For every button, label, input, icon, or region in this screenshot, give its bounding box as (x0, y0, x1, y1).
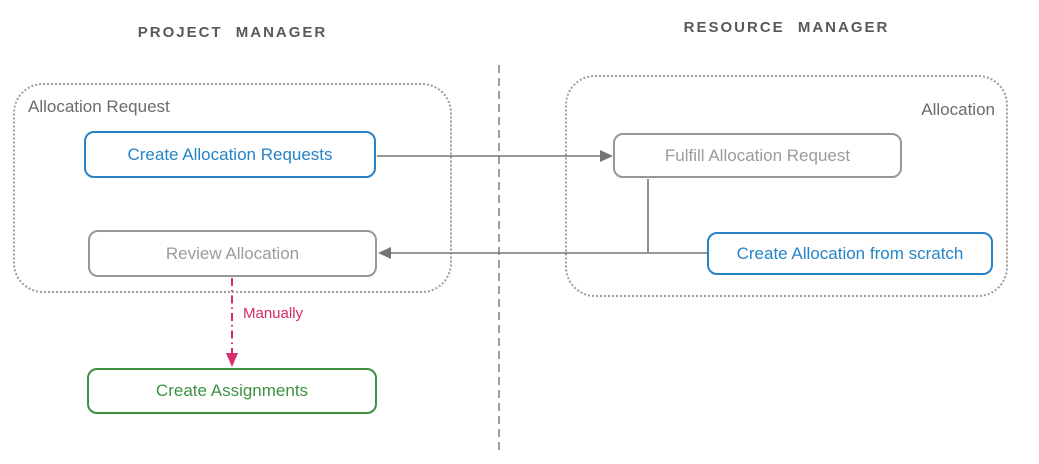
group-label-allocation: Allocation (921, 100, 995, 119)
edge-label-manually: Manually (243, 305, 304, 322)
lane-header-resource-manager: RESOURCE MANAGER (683, 19, 890, 36)
edge-to-review-arrowhead (378, 247, 391, 259)
node-create-allocation-requests[interactable]: Create Allocation Requests (84, 131, 376, 178)
group-allocation (565, 75, 1008, 297)
node-create-assignments[interactable]: Create Assignments (87, 368, 377, 414)
edge-manual-arrowhead (226, 353, 238, 367)
node-fulfill-allocation-request[interactable]: Fulfill Allocation Request (613, 133, 902, 178)
lane-header-project-manager: PROJECT MANAGER (137, 24, 328, 41)
edge-create-to-fulfill-arrowhead (600, 150, 613, 162)
group-label-allocation-request: Allocation Request (28, 97, 170, 116)
group-allocation-request (13, 83, 452, 293)
node-create-allocation-from-scratch[interactable]: Create Allocation from scratch (707, 232, 993, 275)
node-review-allocation[interactable]: Review Allocation (88, 230, 377, 277)
